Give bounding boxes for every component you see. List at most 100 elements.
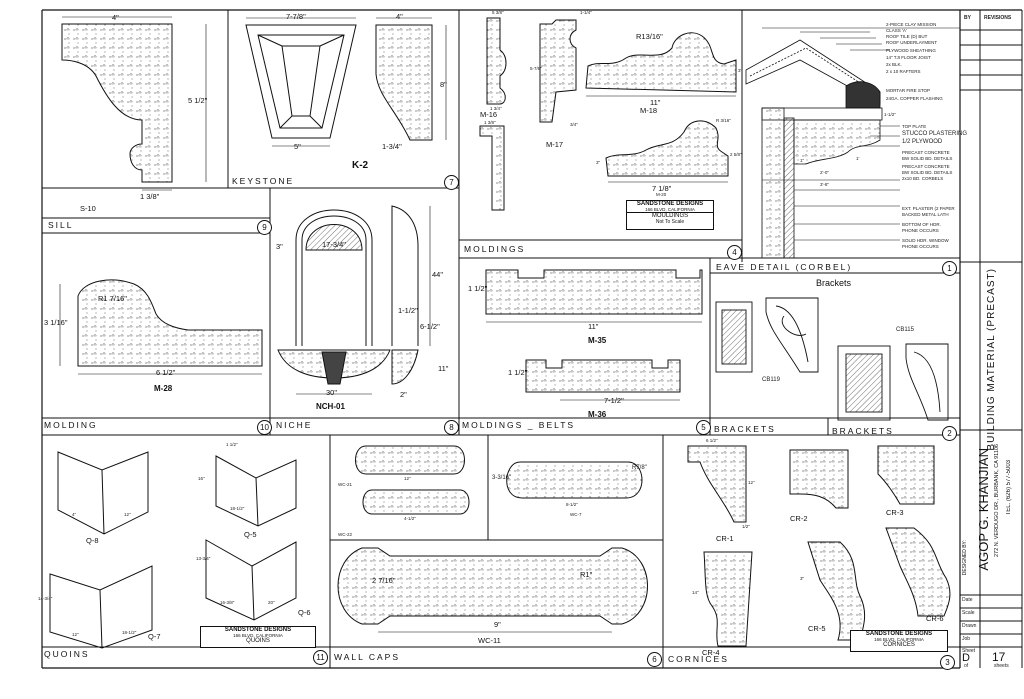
moldings-dim-13: 1 3/8": [484, 120, 496, 125]
moldings-dim-4: 3": [738, 68, 743, 73]
niche-dim-2: 1-1/2": [398, 306, 418, 315]
wallcaps-dim-1: 12": [404, 476, 411, 481]
eave-dim-1: 3'-8": [820, 182, 829, 187]
keystone-dim-depth: 1-3/4": [382, 142, 402, 151]
eave-note-6: 14" TJI FLOOR JOIST: [886, 55, 931, 60]
field-date-label: Date: [962, 597, 973, 603]
sill-dim-width: 4": [112, 13, 119, 22]
quoins-dim-10: 12": [72, 632, 79, 637]
cornices-dim-3: 1/2": [742, 524, 750, 529]
moldings-stamp-title: MOULDINGS: [627, 212, 713, 219]
wallcaps-dim-3: 3-3/16": [492, 475, 512, 481]
eave-dim-3: 1': [856, 156, 860, 161]
niche-dim-height: 44": [432, 270, 444, 279]
quoins-section-number: 11: [313, 650, 328, 665]
molding-section-number: 10: [257, 420, 272, 435]
drawing-letter: D: [962, 652, 970, 664]
belts-dim-2: 11": [588, 322, 599, 331]
molding-dim-height: 3 1/16": [44, 318, 68, 327]
cornices-part-cr2: CR-2: [790, 514, 808, 523]
niche-dim-bottom: 30": [326, 388, 338, 397]
moldings-dim-11: 7 1/8": [652, 184, 672, 193]
molding-dim-width: 6 1/2": [156, 368, 176, 377]
moldings-part-m18: M-18: [640, 106, 658, 115]
niche-dim-5: 11": [438, 364, 449, 373]
eave-note-15: BW SOLID BD. DETAILS: [902, 156, 953, 161]
belts-part-m36: M-36: [588, 410, 607, 419]
moldings-part-m20: M-20: [656, 192, 667, 197]
brackets-part-cb119: CB119: [762, 377, 780, 383]
keystone-dim-side-top: 4": [396, 12, 403, 21]
belts-section-number: 5: [696, 420, 711, 435]
moldings-dim-1: 5 3/8": [492, 10, 504, 15]
belts-part-m35: M-35: [588, 336, 607, 345]
moldings-stamp: SANDSTONE DESIGNS 166 BLVD, CALIFORNIA M…: [626, 200, 714, 230]
quoins-dim-6: 14-3/4": [38, 596, 53, 601]
niche-part-label: NCH-01: [316, 402, 345, 411]
belts-section-title: MOLDINGS _ BELTS: [462, 420, 576, 430]
quoins-stamp-title: QUOINS: [246, 638, 270, 644]
cornices-part-cr5: CR-5: [808, 624, 826, 633]
wallcaps-dim-4: R7/8": [632, 465, 647, 471]
wallcaps-part-wc11: WC-11: [478, 636, 501, 645]
niche-section-title: NICHE: [276, 420, 313, 430]
cornices-part-cr1: CR-1: [716, 534, 734, 543]
quoins-dim-3: 1 1/2": [226, 442, 238, 447]
keystone-part-label: K-2: [352, 160, 369, 171]
moldings-dim-5: 5-7/8": [530, 66, 542, 71]
eave-dim-4: 1-1/2": [884, 112, 896, 117]
cornices-part-cr3: CR-3: [886, 508, 904, 517]
field-sheet-label: Sheet: [962, 648, 976, 654]
cornices-dim-4: 14": [692, 590, 699, 595]
niche-section-number: 8: [444, 420, 459, 435]
cornices-dim-2: 12": [748, 480, 755, 485]
keystone-section-number: 7: [444, 175, 459, 190]
sill-dim-base: 1 3/8": [140, 192, 160, 201]
field-drawn-label: Drawn: [962, 623, 977, 629]
eave-section-number: 1: [942, 261, 957, 276]
moldings-part-m16: M-16: [480, 110, 498, 119]
field-scale-label: Scale: [962, 610, 975, 616]
designer-label: DESIGNED BY:: [962, 540, 968, 576]
sill-part-label: S-10: [80, 204, 96, 213]
brackets-section-title-2: BRACKETS: [832, 426, 894, 436]
brackets-part-cb115: CB115: [896, 327, 914, 333]
sheet-of-label: sheets: [994, 663, 1009, 669]
quoins-stamp-company: SANDSTONE DESIGNS: [224, 627, 292, 633]
sill-dim-height: 5 1/2": [188, 96, 208, 105]
keystone-dim-height: 8": [440, 80, 447, 89]
moldings-stamp-company: SANDSTONE DESIGNS: [636, 201, 704, 207]
cornices-section-title: CORNICES: [668, 654, 729, 664]
cornices-part-cr6: CR-6: [926, 614, 944, 623]
belts-dim-1: 1 1/2": [468, 284, 488, 293]
wallcaps-section-number: 6: [647, 652, 662, 667]
cornices-stamp: SANDSTONE DESIGNS 166 BLVD, CALIFORNIA C…: [850, 630, 948, 652]
eave-note-7: 2x BLK.: [886, 62, 902, 67]
wallcaps-dim-7: R1": [580, 570, 593, 579]
eave-note-12: STUCCO PLASTERING: [902, 131, 968, 137]
moldings-stamp-address: 166 BLVD, CALIFORNIA: [645, 207, 695, 212]
molding-dim-radius: R1 7/16": [98, 294, 127, 303]
eave-note-2: CLASS 'A': [886, 28, 907, 33]
cornices-stamp-address: 166 BLVD, CALIFORNIA: [874, 637, 924, 642]
wallcaps-section-title: WALL CAPS: [334, 652, 401, 662]
eave-note-1: 2-PIECE CLAY MISSION: [886, 22, 937, 27]
eave-note-5: PLYWOOD SHEATHING: [886, 48, 936, 53]
molding-part-label: M-28: [154, 384, 173, 393]
eave-note-16: PRECAST CONCRETE: [902, 164, 950, 169]
eave-dim-2: 2'-0": [820, 170, 829, 175]
quoins-dim-9: 20": [268, 600, 275, 605]
eave-note-23: SOLID HDR. WINDOW: [902, 238, 949, 243]
revisions-by-label: BY: [964, 15, 971, 21]
niche-dim-3: 6-1/2": [420, 322, 440, 331]
niche-dim-width: 17-3/4": [322, 240, 346, 249]
sill-section-number: 9: [257, 220, 272, 235]
moldings-dim-radius: R13/16": [636, 32, 663, 41]
moldings-dim-10: 3": [596, 160, 601, 165]
keystone-dim-bottom: 5": [294, 142, 301, 151]
quoins-part-q7: Q-7: [148, 632, 161, 641]
eave-note-4: ROOF UNDERLAYMENT: [886, 40, 938, 45]
eave-note-11: TOP PLATE: [902, 124, 927, 129]
brackets-section-number: 2: [942, 426, 957, 441]
